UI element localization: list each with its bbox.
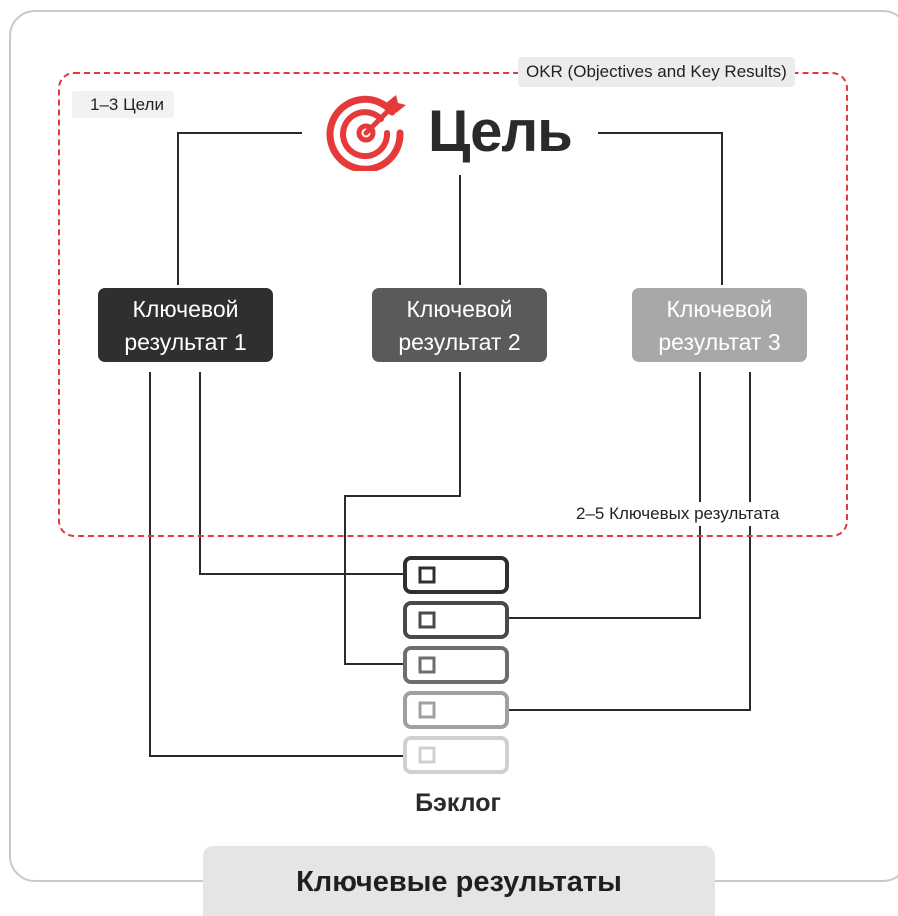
key-result-3: Ключевой результат 3: [632, 288, 807, 362]
key-result-3-line1: Ключевой: [666, 296, 773, 322]
bottom-title-tab: [203, 846, 715, 916]
key-result-2-line1: Ключевой: [406, 296, 513, 322]
backlog-label: Бэклог: [415, 789, 501, 817]
key-result-1-line1: Ключевой: [132, 296, 239, 322]
key-result-2: Ключевой результат 2: [372, 288, 547, 362]
key-result-1-line2: результат 1: [124, 329, 247, 355]
connector-goal-kr3: [598, 132, 723, 285]
connector-kr1-item1: [199, 372, 404, 575]
key-result-3-line2: результат 3: [658, 329, 781, 355]
connector-kr2-item3: [344, 372, 461, 665]
kr-count-label: 2–5 Ключевых результата: [572, 502, 784, 526]
key-result-1: Ключевой результат 1: [98, 288, 273, 362]
backlog-stack: [403, 556, 509, 774]
goals-count-label: 1–3 Цели: [72, 91, 174, 118]
okr-dashed-box: [58, 72, 848, 537]
target-arrow-icon: [326, 95, 406, 171]
backlog-item-2: [403, 601, 509, 639]
key-result-2-line2: результат 2: [398, 329, 521, 355]
backlog-item-4: [403, 691, 509, 729]
backlog-item-3: [403, 646, 509, 684]
bottom-title: Ключевые результаты: [296, 866, 622, 898]
connector-goal-kr1: [177, 132, 302, 285]
okr-tag: OKR (Objectives and Key Results): [518, 57, 795, 87]
connector-kr3-item4: [508, 372, 751, 711]
connector-kr3-item2: [508, 372, 701, 619]
goal-title: Цель: [428, 99, 573, 164]
backlog-item-5: [403, 736, 509, 774]
backlog-item-1: [403, 556, 509, 594]
connector-kr1-item5: [149, 372, 404, 757]
